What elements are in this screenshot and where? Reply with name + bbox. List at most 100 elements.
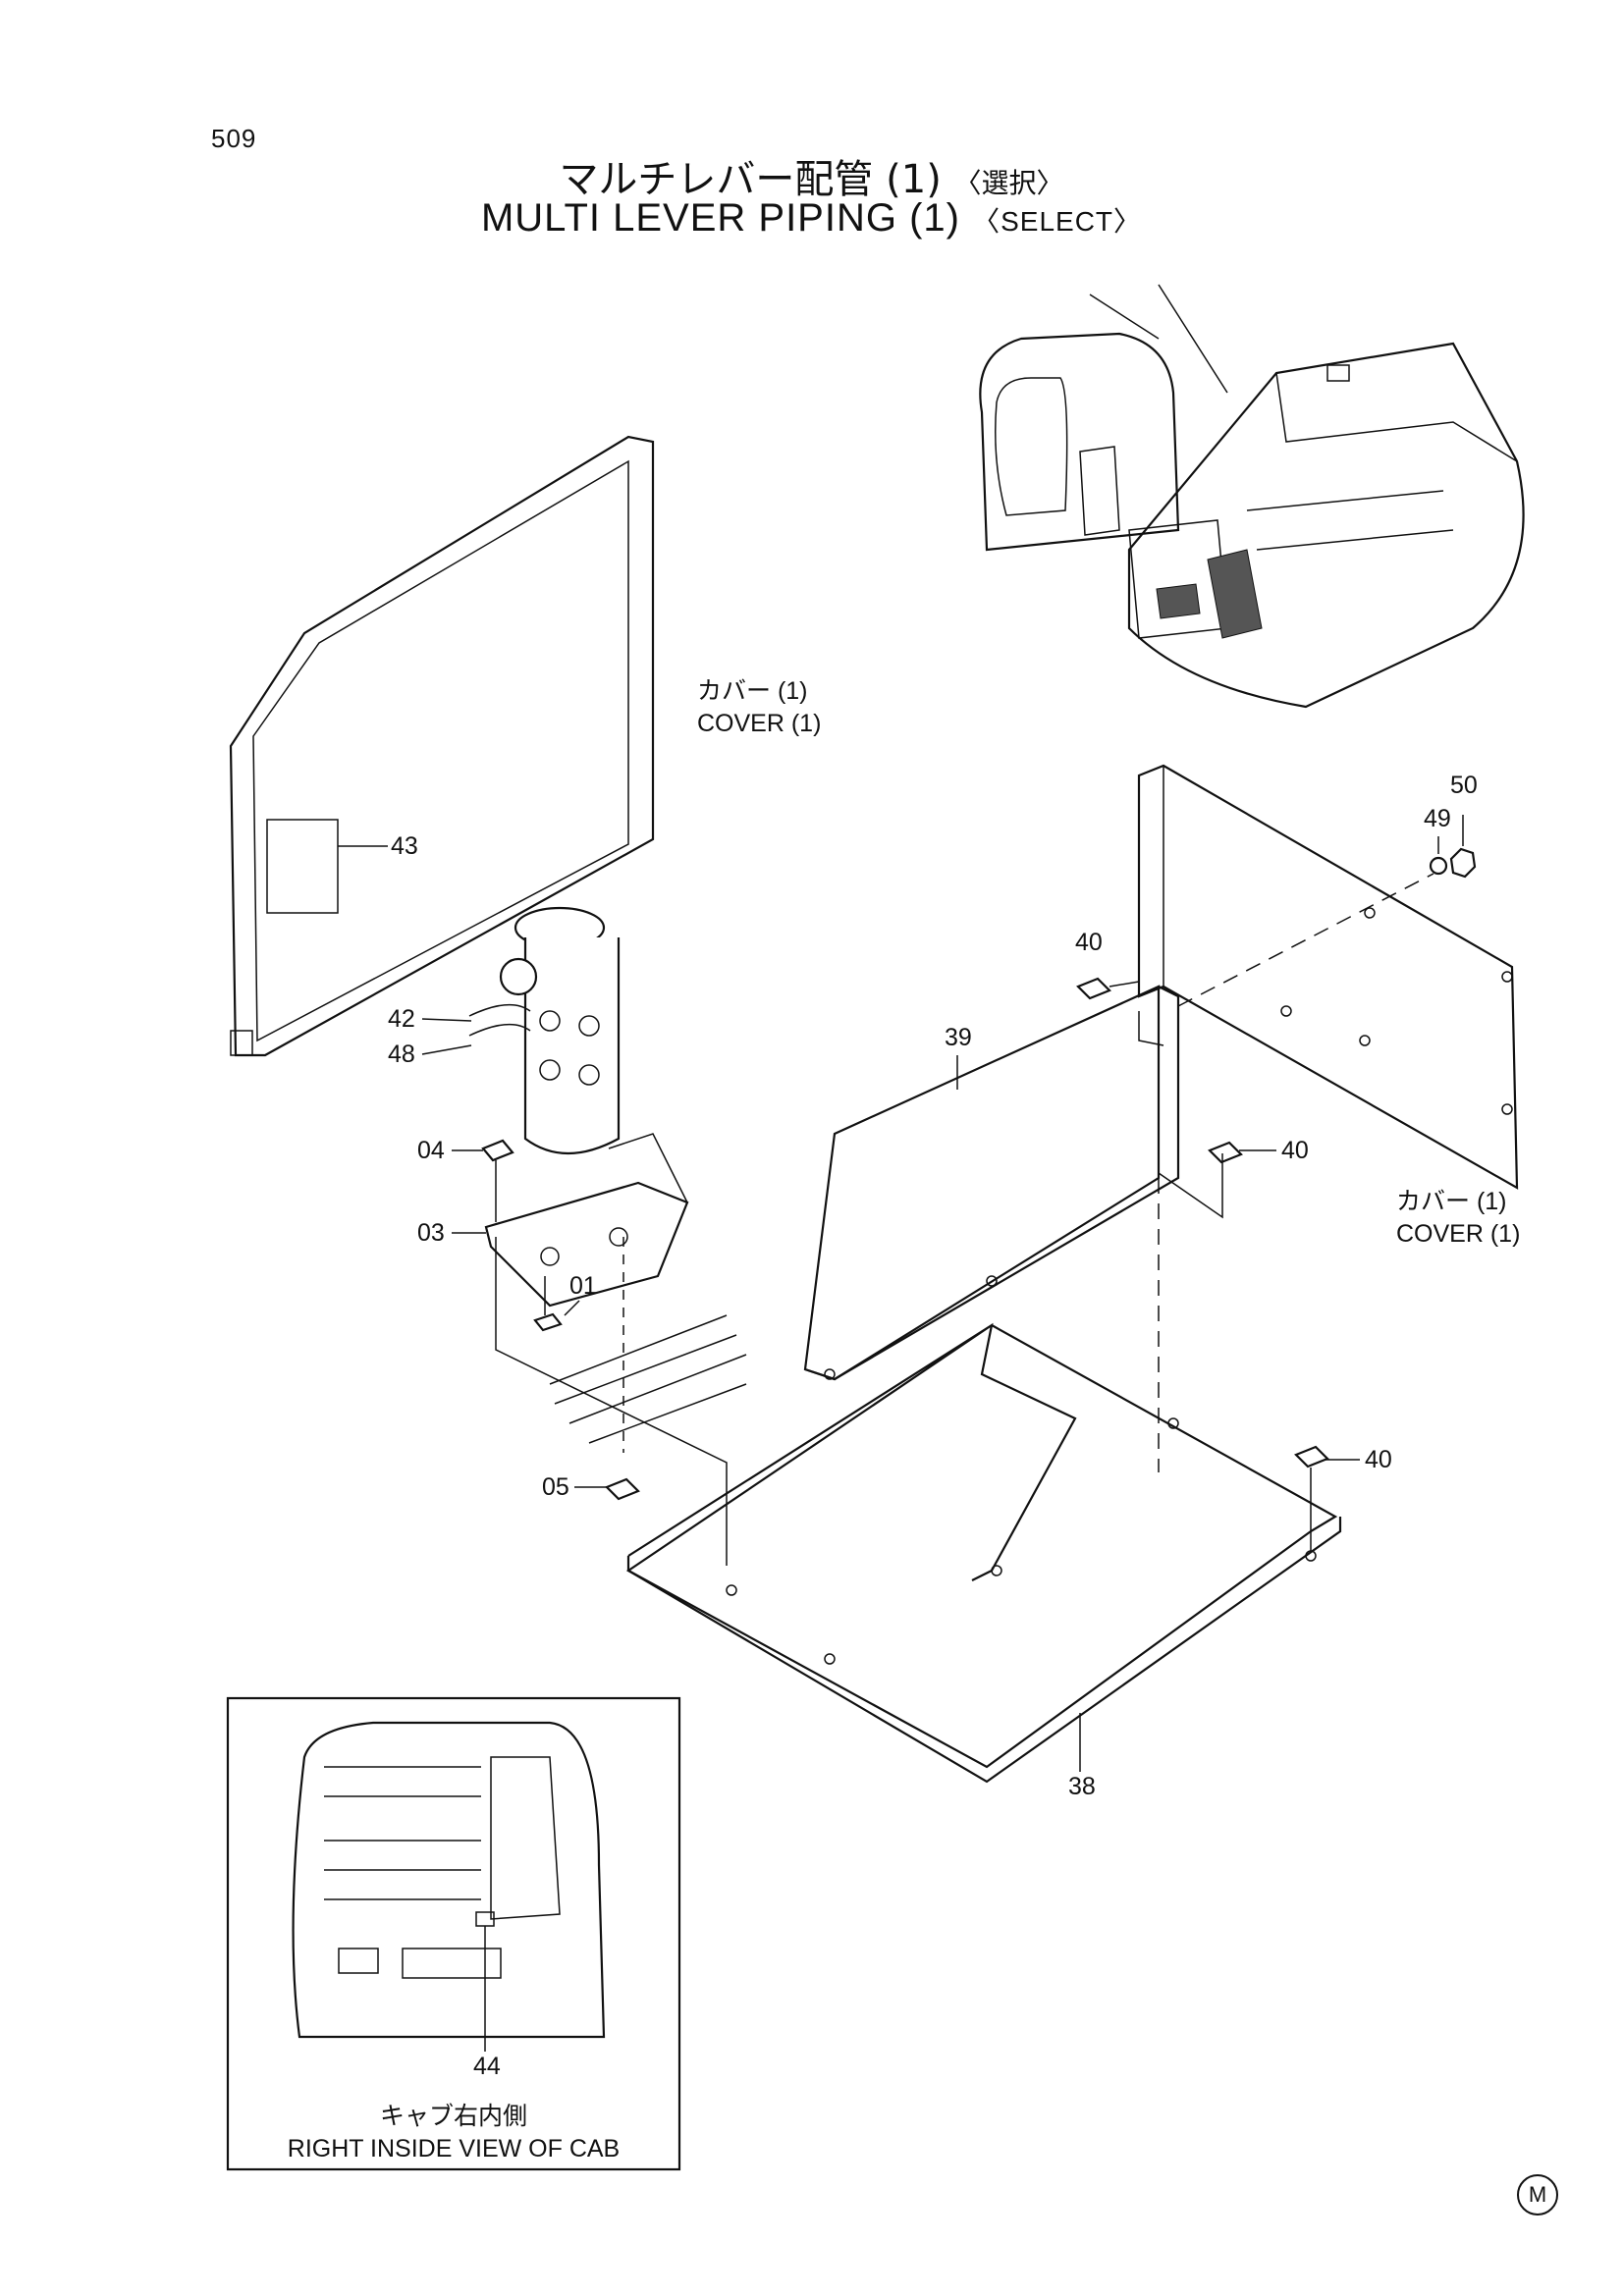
cab-window xyxy=(995,377,1068,516)
leader-42 xyxy=(421,1018,472,1022)
leader-48 xyxy=(421,1044,472,1055)
title-en-tag: 〈SELECT〉 xyxy=(972,206,1143,237)
callout-40-bottom: 40 xyxy=(1365,1446,1392,1473)
right-cover-hole-2 xyxy=(1359,1035,1371,1046)
valve-port-ball xyxy=(499,957,538,996)
cover-39-hole-2 xyxy=(986,1275,998,1287)
valve-port-1 xyxy=(539,1010,561,1032)
right-cover-hole-4 xyxy=(1501,971,1513,983)
callout-40-top: 40 xyxy=(1075,929,1103,956)
title-en-text: MULTI LEVER PIPING (1) xyxy=(480,196,960,240)
plate-hole-1 xyxy=(726,1584,737,1596)
cab-recess-1 xyxy=(338,1948,379,1974)
cab-inset-view xyxy=(226,1696,681,2171)
multi-lever-valve xyxy=(421,906,621,1154)
right-cover-hole-5 xyxy=(1501,1103,1513,1115)
cover-39-outline xyxy=(803,985,1161,1381)
floor-plate-outline xyxy=(625,1322,1338,1769)
valve-port-4 xyxy=(578,1064,600,1086)
left-cover-inner-lip xyxy=(252,459,629,1042)
callout-03: 03 xyxy=(417,1219,445,1247)
page-number: 509 xyxy=(211,124,257,153)
page-title-english: MULTI LEVER PIPING (1) 〈SELECT〉 xyxy=(0,196,1623,240)
callout-50: 50 xyxy=(1450,772,1478,799)
callout-40-right: 40 xyxy=(1281,1137,1309,1164)
floor-plate-flange xyxy=(626,1517,1342,1784)
bolt-40b-guide xyxy=(1158,1153,1223,1219)
inset-caption-en: RIGHT INSIDE VIEW OF CAB xyxy=(287,2134,621,2163)
excavator-overview-illustration xyxy=(979,284,1525,709)
bracket-03-outline xyxy=(484,1181,689,1308)
cover-panel-detail-hatch xyxy=(1207,549,1263,639)
bracket-hole-2 xyxy=(609,1227,628,1247)
inset-caption: キャブ右内側 RIGHT INSIDE VIEW OF CAB xyxy=(228,2101,679,2164)
model-marker: M xyxy=(1517,2174,1558,2216)
bracket-assembly-guide xyxy=(495,1237,728,1566)
plate-hole-5 xyxy=(824,1653,836,1665)
rail-lines xyxy=(549,1314,747,1444)
cab-outline xyxy=(979,332,1180,552)
right-cover-hole-3 xyxy=(1364,907,1376,919)
cab-recess-2 xyxy=(402,1948,502,1979)
cab-door-window xyxy=(1079,446,1120,536)
callout-04: 04 xyxy=(417,1137,445,1164)
bracket-upright xyxy=(608,1133,688,1203)
floor-rails xyxy=(495,1237,747,1566)
callout-38: 38 xyxy=(1068,1773,1096,1800)
cover-left-label-en: COVER (1) xyxy=(697,709,822,737)
callout-42: 42 xyxy=(388,1005,415,1033)
cover-39 xyxy=(803,977,1276,1381)
cover-39-flange xyxy=(804,986,1180,1381)
valve-port-2 xyxy=(578,1015,600,1037)
nut-50 xyxy=(1449,847,1477,879)
bolt-40a-guide xyxy=(1138,1011,1164,1046)
right-cover-outline xyxy=(1137,764,1519,1190)
inset-caption-jp: キャブ右内側 xyxy=(379,2103,527,2130)
cover-left-label-jp: カバー (1) xyxy=(697,677,808,705)
cab-interior-outline xyxy=(292,1721,606,2039)
cover-left-label: カバー (1) COVER (1) xyxy=(697,675,821,739)
plate-hole-2 xyxy=(991,1565,1002,1576)
bolt-40c xyxy=(1294,1445,1329,1468)
callout-44: 44 xyxy=(473,2053,501,2080)
bolt-04 xyxy=(481,1139,514,1162)
valve-bracket xyxy=(452,1133,689,1332)
plate-hole-3 xyxy=(1167,1417,1179,1429)
callout-49: 49 xyxy=(1424,805,1451,832)
bolt-49-50-axis xyxy=(1177,873,1434,1007)
label-plate-43 xyxy=(266,819,339,914)
clamp-band-42-48 xyxy=(468,1003,531,1037)
bolt-40b xyxy=(1208,1141,1243,1164)
floor-plate-38 xyxy=(625,1178,1360,1784)
leader-01 xyxy=(564,1300,580,1316)
valve-body xyxy=(523,937,621,1154)
title-jp-tag: 〈選択〉 xyxy=(953,167,1064,199)
cover-right-label-jp: カバー (1) xyxy=(1396,1188,1507,1215)
cab-side-panel xyxy=(490,1756,561,1920)
washer-49 xyxy=(1429,856,1448,876)
right-cover-hole-1 xyxy=(1280,1005,1292,1017)
callout-43: 43 xyxy=(391,832,418,860)
left-cover-panel xyxy=(229,435,655,1057)
cap-knob xyxy=(1326,364,1350,382)
callout-01: 01 xyxy=(569,1272,597,1300)
bracket-hole-1 xyxy=(540,1247,560,1266)
page-title-japanese: マルチレバー配管 (1) 〈選択〉 xyxy=(0,147,1623,204)
right-cover-panel xyxy=(1137,764,1519,1190)
engine-cover-lines xyxy=(1246,490,1454,551)
callout-39: 39 xyxy=(945,1024,972,1051)
callout-05: 05 xyxy=(542,1473,569,1501)
machine-body-outline xyxy=(1127,342,1525,709)
cab-grille-lines xyxy=(324,1766,481,1900)
bolt-01 xyxy=(533,1312,563,1332)
cover-right-label: カバー (1) COVER (1) xyxy=(1396,1186,1520,1250)
cover-foot xyxy=(230,1030,253,1056)
bolt-40a xyxy=(1076,977,1111,1000)
bolt-05 xyxy=(605,1477,640,1501)
body-top-edge xyxy=(1275,372,1518,462)
cover-39-hole-1 xyxy=(824,1368,836,1380)
title-jp-text: マルチレバー配管 (1) xyxy=(559,157,942,202)
floor-cover-detail-hatch xyxy=(1156,583,1201,619)
boom-lines xyxy=(1089,284,1228,394)
